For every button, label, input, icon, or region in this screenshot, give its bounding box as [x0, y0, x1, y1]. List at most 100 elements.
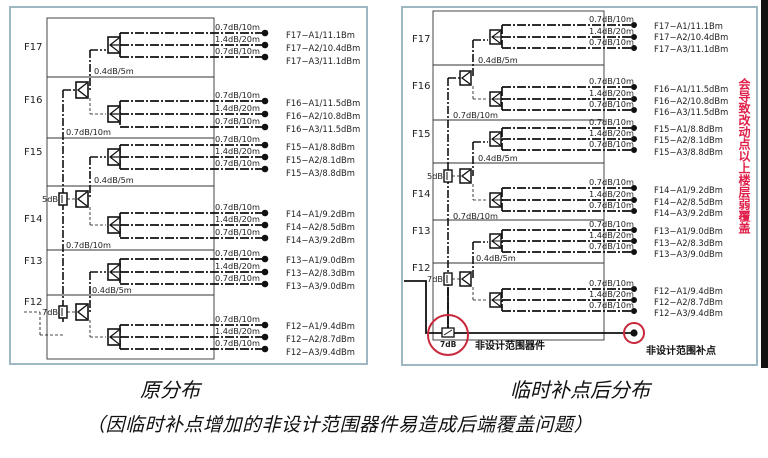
riser-loss-label: 0.4dB/5m	[478, 55, 518, 65]
coupler-label-5db: 5dB	[42, 194, 58, 204]
antenna-power-label: F13−A1/9.0dBm	[286, 255, 355, 265]
branch-loss-label: 1.4dB/20m	[215, 261, 260, 271]
branch-loss-label: 0.7dB/10m	[589, 200, 634, 210]
antenna-power-label: F12−A2/8.7dBm	[286, 334, 355, 344]
branch-loss-label: 1.4dB/20m	[215, 146, 260, 156]
riser-loss-label: 0.7dB/10m	[453, 110, 498, 120]
temporary-patch-distribution-diagram: F17 F16 F15 F14 F13 F12 0.4dB/5m 0.7dB/1…	[404, 10, 728, 357]
antenna-power-label: F16−A2/10.8dBm	[286, 111, 360, 121]
branch-loss-label: 0.7dB/10m	[589, 99, 634, 109]
branch-loss-label: 0.7dB/10m	[215, 158, 260, 168]
antenna-power-label: F13−A1/9.0dBm	[654, 226, 723, 236]
branch-loss-label: 0.7dB/10m	[589, 278, 634, 288]
branch-loss-label: 0.7dB/10m	[215, 22, 260, 32]
antenna-power-label: F16−A2/10.8dBm	[654, 96, 728, 106]
floor-label-f12: F12	[412, 263, 430, 274]
antenna-power-label: F17−A3/11.1dBm	[654, 44, 728, 54]
riser-loss-label: 0.4dB/5m	[92, 285, 132, 295]
coupler-label-7db: 7dB	[427, 274, 443, 284]
floor-label-f13: F13	[412, 226, 430, 237]
antenna-power-label: F15−A2/8.1dBm	[286, 155, 355, 165]
antenna-power-label: F17−A2/10.4dBm	[654, 32, 728, 42]
branch-loss-label: 0.7dB/10m	[215, 227, 260, 237]
branch-loss-label: 1.4dB/20m	[589, 289, 634, 299]
floor-label-f17: F17	[24, 42, 42, 53]
antenna-power-label: F15−A2/8.1dBm	[654, 135, 723, 145]
antenna-power-label: F13−A2/8.3dBm	[286, 268, 355, 278]
branch-loss-label: 1.4dB/20m	[215, 214, 260, 224]
branch-loss-label: 1.4dB/20m	[215, 103, 260, 113]
antenna-power-label: F17−A2/10.4dBm	[286, 43, 360, 53]
antenna-power-label: F14−A1/9.2dBm	[654, 185, 723, 195]
right-edge-strip	[761, 0, 768, 368]
antenna-power-label: F12−A3/9.4dBm	[654, 308, 723, 318]
antenna-power-label: F12−A1/9.4dBm	[654, 286, 723, 296]
branch-loss-label: 1.4dB/20m	[215, 34, 260, 44]
added-coupler-icon	[441, 327, 455, 338]
branch-loss-label: 0.7dB/10m	[215, 46, 260, 56]
branch-loss-label: 0.7dB/10m	[589, 14, 634, 24]
branch-loss-label: 0.7dB/10m	[215, 338, 260, 348]
added-point-highlight-circle	[623, 322, 645, 344]
antenna-power-label: F16−A3/11.5dBm	[286, 124, 360, 134]
floor-label-f15: F15	[412, 129, 430, 140]
floor-label-f14: F14	[412, 189, 430, 200]
floor-label-f16: F16	[24, 95, 42, 106]
riser-loss-label: 0.4dB/5m	[94, 175, 134, 185]
riser-loss-label: 0.4dB/5m	[94, 66, 134, 76]
branch-loss-label: 0.7dB/10m	[215, 90, 260, 100]
branch-loss-label: 0.7dB/10m	[215, 248, 260, 258]
antenna-power-label: F14−A2/8.5dBm	[286, 222, 355, 232]
branch-loss-label: 1.4dB/20m	[589, 88, 634, 98]
branch-loss-label: 0.7dB/10m	[589, 139, 634, 149]
floor-label-f12: F12	[24, 297, 42, 308]
branch-loss-label: 0.7dB/10m	[215, 134, 260, 144]
floor-label-f17: F17	[412, 34, 430, 45]
antenna-power-label: F16−A1/11.5dBm	[654, 84, 728, 94]
antenna-power-label: F14−A3/9.2dBm	[286, 235, 355, 245]
branch-loss-label: 0.7dB/10m	[589, 219, 634, 229]
antenna-power-label: F15−A1/8.8dBm	[654, 124, 723, 134]
left-caption: 原分布	[140, 378, 200, 402]
riser-loss-label: 0.7dB/10m	[66, 127, 111, 137]
branch-loss-label: 1.4dB/20m	[589, 189, 634, 199]
branch-loss-label: 0.7dB/10m	[215, 273, 260, 283]
antenna-power-label: F14−A1/9.2dBm	[286, 209, 355, 219]
antenna-power-label: F17−A1/11.1Bm	[286, 30, 355, 40]
added-coupler-label: 7dB	[440, 340, 457, 349]
antenna-power-label: F17−A1/11.1Bm	[654, 21, 723, 31]
added-point-label: 非设计范围补点	[646, 344, 716, 357]
branch-loss-label: 1.4dB/20m	[589, 128, 634, 138]
riser-loss-label: 0.7dB/10m	[66, 240, 111, 250]
antenna-power-label: F13−A2/8.3dBm	[654, 238, 723, 248]
branch-loss-label: 0.7dB/10m	[215, 116, 260, 126]
antenna-power-label: F15−A1/8.8dBm	[286, 142, 355, 152]
antenna-power-label: F17−A3/11.1dBm	[286, 56, 360, 66]
floor-label-f15: F15	[24, 147, 42, 158]
antenna-power-label: F14−A2/8.5dBm	[654, 197, 723, 207]
antenna-power-label: F12−A3/9.4dBm	[286, 347, 355, 357]
branch-loss-label: 1.4dB/20m	[589, 230, 634, 240]
riser-loss-label: 0.4dB/5m	[476, 253, 516, 263]
branch-loss-label: 0.7dB/10m	[589, 117, 634, 127]
branch-loss-label: 0.7dB/10m	[589, 241, 634, 251]
floor-label-f16: F16	[412, 81, 430, 92]
antenna-power-label: F12−A1/9.4dBm	[286, 321, 355, 331]
floor-label-f14: F14	[24, 214, 42, 225]
antenna-power-label: F14−A3/9.2dBm	[654, 208, 723, 218]
coupler-label-5db: 5dB	[427, 171, 443, 181]
antenna-power-label: F16−A1/11.5dBm	[286, 98, 360, 108]
antenna-power-label: F15−A3/8.8dBm	[286, 168, 355, 178]
branch-loss-label: 0.7dB/10m	[589, 177, 634, 187]
original-distribution-diagram: F17 F16 F15 F14 F13 F12 0.4dB/5m 0.7dB/1…	[24, 17, 360, 360]
coupler-label-7db: 7dB	[42, 307, 58, 317]
branch-loss-label: 0.7dB/10m	[589, 76, 634, 86]
antenna-power-label: F12−A2/8.7dBm	[654, 297, 723, 307]
footer-note: （因临时补点增加的非设计范围器件易造成后端覆盖问题）	[86, 414, 594, 436]
branch-loss-label: 1.4dB/20m	[589, 26, 634, 36]
added-device-highlight-circle	[427, 314, 469, 356]
riser-loss-label: 0.4dB/5m	[478, 153, 518, 163]
floor-label-f13: F13	[24, 256, 42, 267]
branch-loss-label: 1.4dB/20m	[215, 326, 260, 336]
weak-coverage-warning-note: 会导致改动点以上楼层弱覆盖	[737, 78, 751, 234]
